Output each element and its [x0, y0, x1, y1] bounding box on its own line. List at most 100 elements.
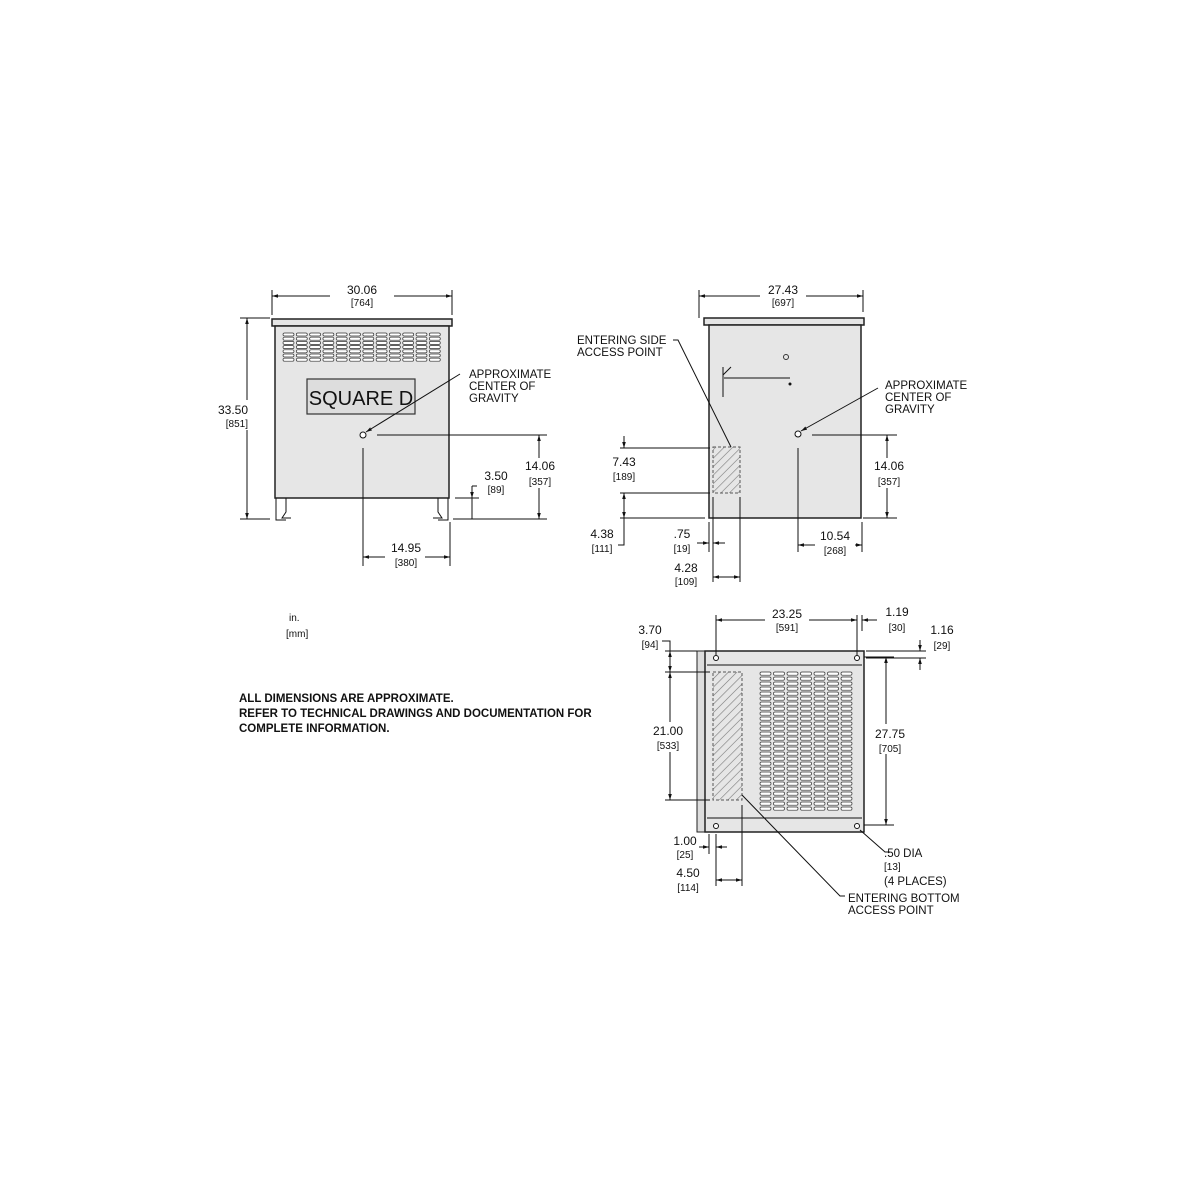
vent-slot: [786, 716, 799, 721]
vent-slot: [786, 696, 799, 701]
dim-access-top-in: 3.70: [638, 623, 662, 637]
vent-slot: [282, 357, 295, 362]
vent-slot: [759, 771, 772, 776]
vent-slot: [840, 706, 853, 711]
vent-slot: [786, 806, 799, 811]
vent-slot: [827, 776, 839, 781]
dim-access-offset-mm: [19]: [674, 544, 691, 555]
vent-slot: [800, 706, 812, 711]
cog-label-line1: APPROXIMATE: [469, 369, 552, 381]
vent-slot: [402, 345, 415, 349]
vent-slot: [759, 711, 772, 716]
vent-slot: [813, 776, 826, 781]
vent-slot: [800, 726, 812, 731]
vent-slot: [827, 756, 839, 761]
vent-slot: [309, 336, 321, 341]
vent-slot: [827, 806, 839, 811]
dim-leg-height-in: 3.50: [484, 469, 508, 483]
vent-slot: [827, 711, 839, 716]
vent-slot: [402, 332, 415, 337]
vent-slot: [362, 332, 375, 337]
vent-slot: [786, 701, 799, 706]
vent-slot: [773, 791, 785, 796]
cog-label-line3: GRAVITY: [469, 393, 519, 405]
vent-slot: [759, 721, 772, 726]
vent-slot: [402, 357, 415, 362]
vent-slot: [813, 691, 826, 696]
vent-slot: [773, 806, 785, 811]
vent-slot: [840, 731, 853, 736]
dim-hole-edge-x-in: 1.19: [885, 605, 909, 619]
vent-slot: [800, 696, 812, 701]
vent-slot: [786, 756, 799, 761]
vent-slot: [773, 796, 785, 801]
vent-slot: [840, 726, 853, 731]
vent-slot: [428, 341, 441, 345]
vent-slot: [349, 345, 361, 349]
vent-slot: [759, 776, 772, 781]
vent-slot: [840, 806, 853, 811]
vent-slot: [840, 771, 853, 776]
vent-slot: [428, 336, 441, 341]
vent-slot: [759, 761, 772, 766]
dim-side-cog-height-mm: [357]: [878, 477, 900, 488]
vent-slot: [402, 336, 415, 341]
vent-slot: [800, 781, 812, 786]
vent-slot: [813, 696, 826, 701]
vent-slot: [786, 726, 799, 731]
vent-slot: [827, 746, 839, 751]
vent-slot: [773, 741, 785, 746]
dim-access-height-in: 7.43: [612, 455, 636, 469]
vent-slot: [800, 731, 812, 736]
vent-slot: [813, 751, 826, 756]
dim-access-length-in: 21.00: [653, 724, 683, 738]
vent-slot: [295, 341, 308, 345]
vent-slot: [309, 349, 321, 354]
hole-dia-label: .50 DIA: [884, 848, 923, 860]
vent-slot: [786, 786, 799, 791]
vent-slot: [773, 756, 785, 761]
vent-slot: [349, 341, 361, 345]
vent-slot: [827, 781, 839, 786]
vent-slot: [415, 332, 428, 337]
vent-slot: [309, 345, 321, 349]
vent-slot: [813, 806, 826, 811]
front-view: SQUARE D APPROXIMATE CENTER OF GRAVITY 3…: [218, 283, 558, 569]
vent-slot: [362, 349, 375, 354]
vent-slot: [389, 341, 401, 345]
vent-slot: [840, 801, 853, 806]
vent-slot: [840, 671, 853, 676]
vent-slot: [773, 776, 785, 781]
vent-slot: [840, 791, 853, 796]
vent-slot: [786, 741, 799, 746]
vent-slot: [349, 357, 361, 362]
vent-slot: [827, 761, 839, 766]
vent-slot: [773, 686, 785, 691]
side-view: APPROXIMATE CENTER OF GRAVITY ENTERING S…: [577, 283, 968, 588]
dim-access-length-mm: [533]: [657, 741, 679, 752]
vent-slot: [759, 741, 772, 746]
vent-slot: [800, 756, 812, 761]
dim-side-cog-offset-mm: [268]: [824, 546, 846, 557]
dim-side-cog-offset-in: 10.54: [820, 529, 850, 543]
vent-slot: [759, 781, 772, 786]
vent-slot: [827, 766, 839, 771]
vent-slot: [813, 736, 826, 741]
vent-slot: [840, 716, 853, 721]
vent-slot: [759, 791, 772, 796]
dim-access-width-mm: [109]: [675, 577, 697, 588]
vent-slot: [759, 676, 772, 681]
units-mm: [mm]: [286, 629, 308, 640]
vent-slot: [800, 801, 812, 806]
vent-slot: [840, 786, 853, 791]
vent-slot: [322, 345, 335, 349]
vent-slot: [389, 349, 401, 354]
vent-slot: [375, 357, 388, 362]
vent-slot: [813, 671, 826, 676]
vent-slot: [800, 681, 812, 686]
vent-slot: [375, 349, 388, 354]
vent-slot: [773, 781, 785, 786]
vent-slot: [362, 341, 375, 345]
vent-slot: [773, 736, 785, 741]
vent-slot: [773, 701, 785, 706]
